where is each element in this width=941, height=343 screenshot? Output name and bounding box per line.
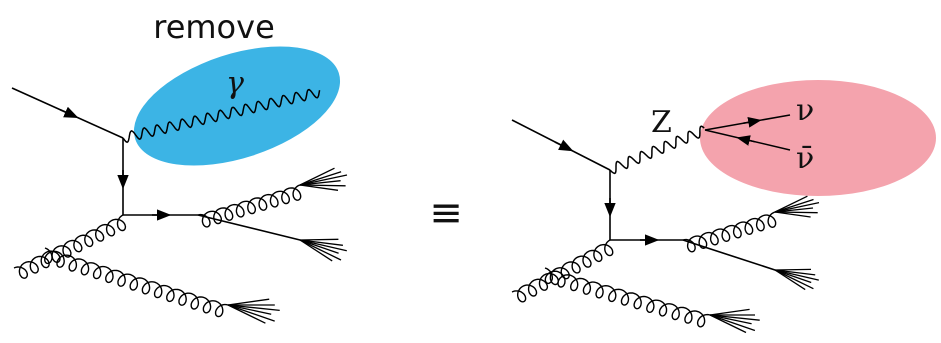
jet-track: [774, 269, 806, 291]
neutrino-highlight-ellipse: [700, 80, 936, 196]
remove-label: remove: [153, 8, 275, 46]
jet-track: [774, 198, 814, 213]
jet-track: [227, 304, 266, 324]
jet-middle: [299, 238, 347, 262]
equivalence-symbol: ≡: [429, 190, 463, 236]
incoming-quark-arrow: [554, 139, 574, 152]
jet-upper: [299, 167, 348, 191]
jet-lower: [709, 308, 760, 334]
jet-track: [709, 314, 747, 334]
jet-track: [774, 211, 818, 214]
jet-lower: [227, 298, 280, 324]
gluon-upper: [682, 211, 777, 253]
gluon-upper: [197, 184, 302, 228]
jet-track: [299, 174, 348, 186]
jet-track: [227, 298, 270, 306]
jet-track: [299, 239, 342, 261]
antineutrino-arrow: [736, 135, 756, 146]
jet-track: [774, 268, 812, 271]
jet-track: [227, 304, 275, 322]
gluon-incoming: [511, 239, 614, 303]
outgoing-quark-jet-line: [682, 239, 776, 271]
left-feynman-diagram: remove γ: [11, 8, 348, 324]
jet-track: [774, 195, 808, 213]
jet-track: [774, 201, 820, 213]
jet-middle: [774, 268, 819, 291]
photon-highlight-ellipse: [133, 46, 341, 166]
jet-track: [774, 269, 819, 281]
jet-track: [299, 238, 339, 241]
jet-track: [774, 207, 814, 213]
gluon-incoming: [13, 214, 127, 279]
right-feynman-diagram: Z ν ν̄: [511, 80, 936, 334]
jet-track: [709, 314, 756, 332]
neutrino-label: ν: [796, 93, 814, 128]
jet-track: [227, 304, 280, 312]
photon-line: [122, 88, 321, 144]
jet-track: [299, 239, 333, 262]
jet-track: [299, 167, 335, 186]
incoming-quark-arrow: [59, 106, 79, 118]
z-boson-line: [609, 125, 705, 175]
z-boson-label: Z: [651, 105, 672, 140]
jet-track: [774, 269, 812, 284]
gluon-lower: [544, 267, 711, 328]
jet-track: [774, 211, 811, 218]
jet-track: [299, 180, 341, 186]
jet-upper: [774, 195, 820, 218]
gluon-lower: [44, 247, 229, 318]
neutrino-arrow: [742, 117, 762, 128]
jet-track: [299, 239, 343, 246]
jet-track: [709, 314, 752, 325]
jet-track: [299, 184, 346, 187]
outgoing-quark-jet-line: [197, 214, 301, 241]
jet-track: [774, 269, 816, 276]
antineutrino-label: ν̄: [796, 141, 814, 176]
jet-track: [709, 308, 750, 316]
jet-track: [299, 239, 339, 254]
jet-track: [709, 314, 760, 321]
jet-track: [299, 184, 339, 191]
photon-label: γ: [226, 66, 244, 101]
jet-track: [299, 239, 347, 252]
jet-track: [774, 269, 814, 290]
jet-track: [227, 304, 272, 315]
jet-track: [299, 171, 342, 186]
